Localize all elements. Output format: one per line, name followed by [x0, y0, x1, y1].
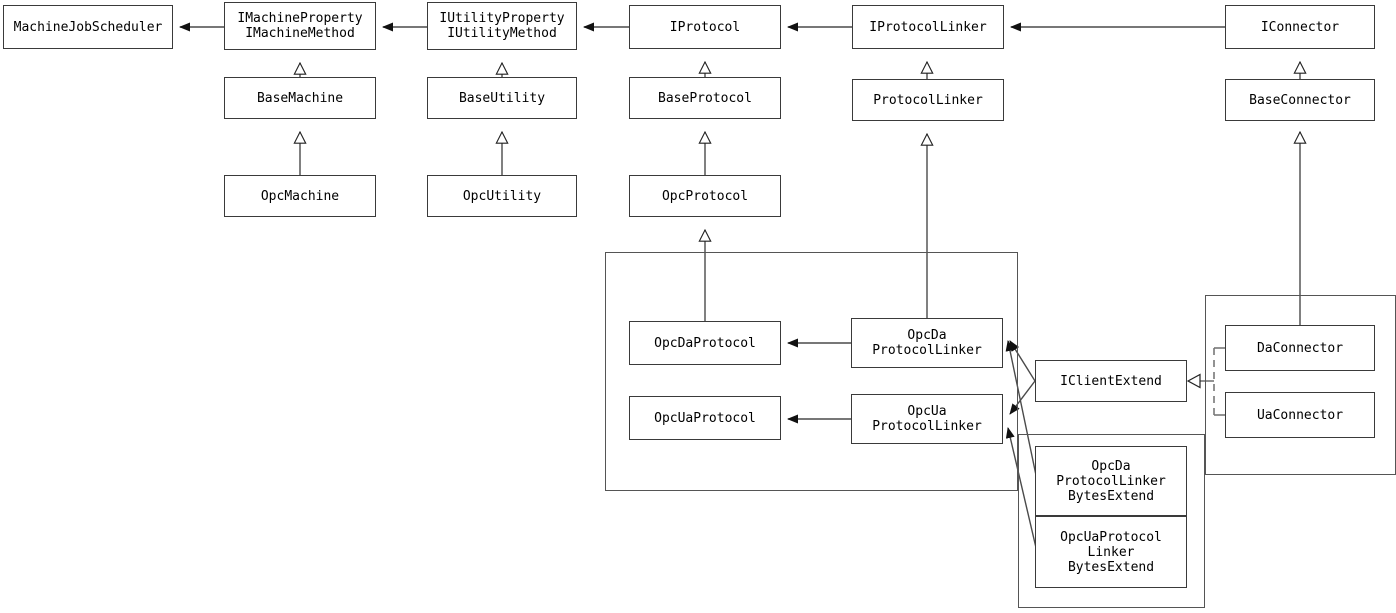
node-label: OpcUaProtocol Linker BytesExtend — [1060, 529, 1162, 575]
node-label: IProtocolLinker — [869, 19, 987, 35]
node-label: OpcUtility — [462, 188, 542, 204]
node-label: ProtocolLinker — [873, 92, 983, 108]
node-iconnector[interactable]: IConnector — [1225, 5, 1375, 49]
node-opc-utility[interactable]: OpcUtility — [427, 175, 577, 217]
node-label: BaseProtocol — [658, 90, 752, 106]
node-opc-da-protocol[interactable]: OpcDaProtocol — [629, 321, 781, 365]
node-label: BaseMachine — [256, 90, 344, 106]
node-label: BaseConnector — [1249, 92, 1351, 108]
node-label: OpcProtocol — [661, 188, 749, 204]
group-protocol-container — [605, 252, 1018, 491]
node-da-connector[interactable]: DaConnector — [1225, 325, 1375, 371]
node-label: OpcDa ProtocolLinker BytesExtend — [1056, 458, 1166, 504]
node-imachine-property[interactable]: IMachineProperty IMachineMethod — [224, 2, 376, 50]
group-connector-container — [1205, 295, 1396, 475]
node-base-machine[interactable]: BaseMachine — [224, 77, 376, 119]
node-label: BaseUtility — [458, 90, 546, 106]
node-iprotocol-linker[interactable]: IProtocolLinker — [852, 5, 1004, 49]
node-label: OpcMachine — [260, 188, 340, 204]
node-opc-ua-protocol-linker[interactable]: OpcUa ProtocolLinker — [851, 394, 1003, 444]
node-label: OpcDa ProtocolLinker — [872, 328, 982, 358]
node-opc-da-protocol-linker[interactable]: OpcDa ProtocolLinker — [851, 318, 1003, 368]
node-opc-machine[interactable]: OpcMachine — [224, 175, 376, 217]
node-ua-connector[interactable]: UaConnector — [1225, 392, 1375, 438]
node-base-connector[interactable]: BaseConnector — [1225, 79, 1375, 121]
node-protocol-linker[interactable]: ProtocolLinker — [852, 79, 1004, 121]
node-label: IConnector — [1260, 19, 1340, 35]
node-opc-ua-protocol-linker-bytes-extend[interactable]: OpcUaProtocol Linker BytesExtend — [1035, 516, 1187, 588]
node-label: OpcDaProtocol — [654, 335, 756, 351]
node-iprotocol[interactable]: IProtocol — [629, 5, 781, 49]
node-machine-job-scheduler[interactable]: MachineJobScheduler — [3, 5, 173, 49]
node-label: UaConnector — [1256, 407, 1344, 423]
node-label: OpcUaProtocol — [654, 410, 756, 426]
node-label: OpcUa ProtocolLinker — [872, 404, 982, 434]
node-opc-da-protocol-linker-bytes-extend[interactable]: OpcDa ProtocolLinker BytesExtend — [1035, 446, 1187, 516]
group-extend-container — [1018, 434, 1205, 608]
node-label: IMachineProperty IMachineMethod — [237, 11, 363, 41]
node-label: IUtilityProperty IUtilityMethod — [439, 11, 565, 41]
node-base-protocol[interactable]: BaseProtocol — [629, 77, 781, 119]
node-opc-protocol[interactable]: OpcProtocol — [629, 175, 781, 217]
node-label: IClientExtend — [1060, 373, 1162, 389]
node-base-utility[interactable]: BaseUtility — [427, 77, 577, 119]
node-opc-ua-protocol[interactable]: OpcUaProtocol — [629, 396, 781, 440]
node-label: IProtocol — [669, 19, 741, 35]
node-label: DaConnector — [1256, 340, 1344, 356]
node-iutility-property[interactable]: IUtilityProperty IUtilityMethod — [427, 2, 577, 50]
realization-hollow-triangle — [1186, 373, 1201, 389]
node-iclient-extend[interactable]: IClientExtend — [1035, 360, 1187, 402]
node-label: MachineJobScheduler — [13, 19, 163, 35]
